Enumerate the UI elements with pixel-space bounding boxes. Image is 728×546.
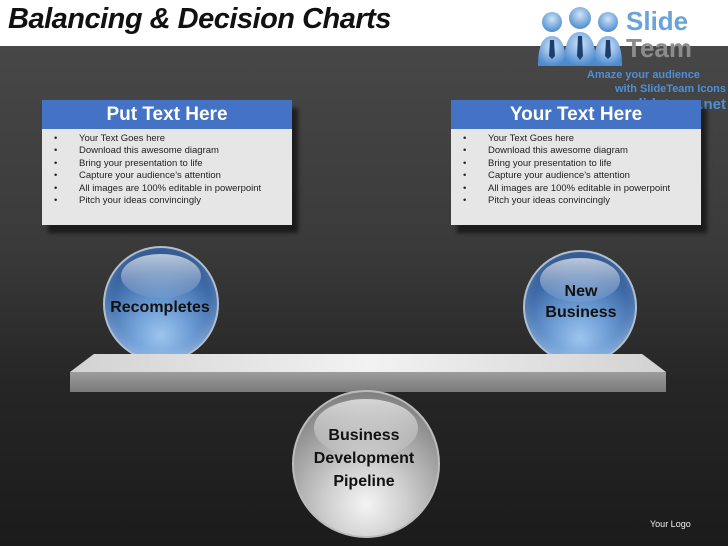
logo-brand-line2: Team bbox=[626, 33, 692, 63]
list-item: Your Text Goes here bbox=[451, 133, 701, 146]
ball-right-label-line2: Business bbox=[545, 304, 617, 321]
ball-shine bbox=[120, 253, 202, 299]
people-group-icon bbox=[538, 7, 622, 66]
ball-shine bbox=[540, 257, 620, 302]
list-item: Your Text Goes here bbox=[42, 133, 292, 146]
list-item: Capture your audience’s attention bbox=[451, 170, 701, 183]
your-logo-text: Your Logo bbox=[650, 519, 691, 529]
list-item: Pitch your ideas convincingly bbox=[42, 195, 292, 208]
logo-tagline-line2: with SlideTeam Icons bbox=[614, 83, 726, 95]
list-item: Pitch your ideas convincingly bbox=[451, 195, 701, 208]
text-box-left-title: Put Text Here bbox=[42, 100, 292, 129]
text-box-right-title: Your Text Here bbox=[451, 100, 701, 129]
ball-right bbox=[523, 250, 637, 364]
ball-fulcrum bbox=[292, 390, 440, 538]
ball-fulcrum-label: Business Development Pipeline bbox=[302, 424, 426, 493]
ball-fulcrum-label-line3: Pipeline bbox=[333, 473, 395, 490]
text-box-left-list: Your Text Goes here Download this awesom… bbox=[42, 129, 292, 208]
text-box-right-list: Your Text Goes here Download this awesom… bbox=[451, 129, 701, 208]
text-box-left: Put Text Here Your Text Goes here Downlo… bbox=[42, 100, 292, 225]
list-item: Download this awesome diagram bbox=[451, 145, 701, 158]
ball-right-label-line1: New bbox=[564, 283, 598, 300]
list-item: Bring your presentation to life bbox=[451, 158, 701, 171]
balance-beam-top bbox=[70, 354, 666, 372]
list-item: Bring your presentation to life bbox=[42, 158, 292, 171]
ball-left-label: Recompletes bbox=[110, 299, 210, 316]
list-item: All images are 100% editable in powerpoi… bbox=[451, 183, 701, 196]
balance-beam-front bbox=[70, 372, 666, 392]
page-title: Balancing & Decision Charts bbox=[8, 3, 391, 35]
ball-fulcrum-label-line2: Development bbox=[313, 450, 415, 467]
ball-fulcrum-label-line1: Business bbox=[328, 427, 400, 444]
logo-tagline-line1: Amaze your audience bbox=[586, 69, 700, 81]
ball-right-label: New Business bbox=[521, 281, 641, 323]
text-box-right: Your Text Here Your Text Goes here Downl… bbox=[451, 100, 701, 225]
logo-wordmark: Slide Team bbox=[626, 8, 692, 62]
ball-left bbox=[103, 246, 219, 362]
list-item: All images are 100% editable in powerpoi… bbox=[42, 183, 292, 196]
ball-shine bbox=[314, 399, 418, 457]
list-item: Download this awesome diagram bbox=[42, 145, 292, 158]
list-item: Capture your audience’s attention bbox=[42, 170, 292, 183]
logo-brand-line1: Slide bbox=[626, 6, 689, 36]
